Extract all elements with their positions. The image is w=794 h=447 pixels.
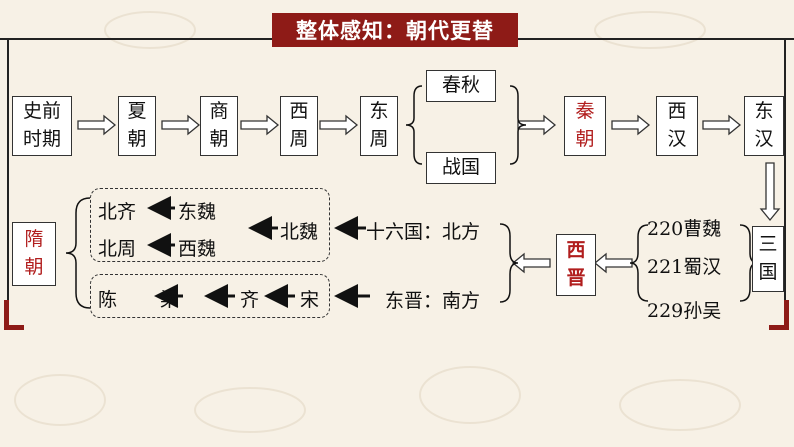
hollow-arrow-left <box>595 254 632 272</box>
box-eastern-zhou: 东周 <box>360 96 398 156</box>
kingdom-wei: 220曹魏 <box>647 214 721 241</box>
kingdom-wu: 229孙吴 <box>647 296 721 323</box>
hollow-arrow <box>320 116 357 134</box>
hollow-arrow <box>612 116 649 134</box>
box-shang: 商朝 <box>200 96 238 156</box>
hollow-arrow <box>162 116 199 134</box>
dynasty-dong-wei: 东魏 <box>178 197 216 224</box>
label-south: 东晋：南方 <box>385 286 480 313</box>
dynasty-bei-zhou: 北周 <box>98 234 136 261</box>
kingdom-shu: 221蜀汉 <box>647 252 721 279</box>
box-prehistory: 史前时期 <box>12 96 72 156</box>
box-sui: 隋朝 <box>12 222 56 286</box>
hollow-arrow <box>78 116 115 134</box>
dynasty-bei-wei: 北魏 <box>280 217 318 244</box>
hollow-arrow <box>241 116 278 134</box>
label-north: 十六国：北方 <box>366 217 480 244</box>
dynasty-chen: 陈 <box>98 285 117 312</box>
dynasty-song: 宋 <box>300 285 319 312</box>
dynasty-bei-qi: 北齐 <box>98 197 136 224</box>
hollow-arrow-left <box>513 254 550 272</box>
hollow-arrow-down <box>761 163 779 220</box>
box-western-han: 西汉 <box>656 96 698 156</box>
box-eastern-han: 东汉 <box>744 96 784 156</box>
hollow-arrow <box>703 116 740 134</box>
box-xia: 夏朝 <box>118 96 156 156</box>
box-spring-autumn: 春秋 <box>426 70 496 102</box>
box-qin: 秦朝 <box>564 96 606 156</box>
dynasty-qi: 齐 <box>240 285 259 312</box>
dynasty-xi-wei: 西魏 <box>178 234 216 261</box>
dynasty-liang: 梁 <box>160 285 179 312</box>
box-warring-states: 战国 <box>426 152 496 184</box>
box-western-zhou: 西周 <box>280 96 318 156</box>
box-western-jin: 西晋 <box>556 234 596 296</box>
south-dynasties-group <box>90 274 330 318</box>
box-three-kingdoms: 三国 <box>752 226 784 292</box>
